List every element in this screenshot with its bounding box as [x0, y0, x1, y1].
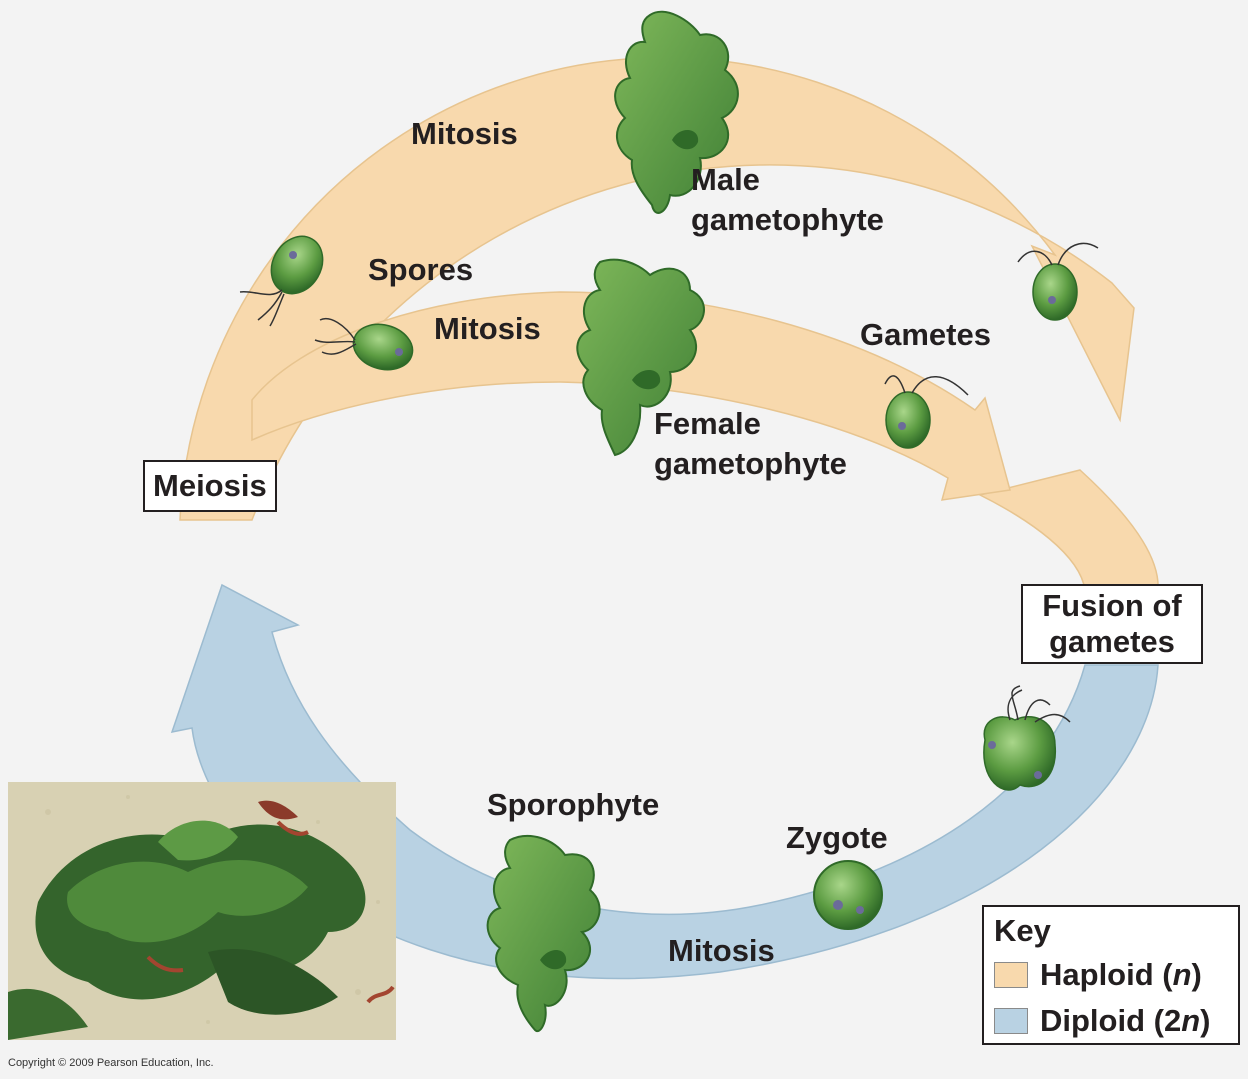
- female-gametophyte-label-2: gametophyte: [654, 446, 847, 481]
- key-row-haploid: Haploid (n): [994, 957, 1202, 993]
- copyright-text: Copyright © 2009 Pearson Education, Inc.: [8, 1057, 214, 1069]
- haploid-swatch: [994, 962, 1028, 988]
- mitosis-label-bottom: Mitosis: [668, 933, 775, 968]
- haploid-outer-arc: [179, 56, 1135, 521]
- zygote-icon: [813, 860, 883, 930]
- mitosis-label-outer: Mitosis: [411, 116, 518, 151]
- sporophyte-icon: [486, 835, 601, 1033]
- key-legend: Key Haploid (n) Diploid (2n): [982, 905, 1240, 1045]
- key-title: Key: [994, 913, 1051, 948]
- female-gametophyte-label-1: Female: [654, 406, 761, 441]
- diploid-swatch: [994, 1008, 1028, 1034]
- spore-icon-1: [239, 235, 324, 327]
- meiosis-box: Meiosis: [143, 460, 277, 512]
- male-gametophyte-label-2: gametophyte: [691, 202, 884, 237]
- meiosis-label: Meiosis: [153, 468, 267, 503]
- fusion-label-2: gametes: [1049, 624, 1175, 659]
- haploid-inner-arrow: [251, 291, 1011, 501]
- spores-label: Spores: [368, 252, 474, 287]
- fusion-label-1: Fusion of: [1042, 588, 1182, 623]
- haploid-key-label: Haploid (n): [1040, 957, 1202, 992]
- fusing-gametes-icon: [983, 685, 1071, 791]
- key-row-diploid: Diploid (2n): [994, 1003, 1210, 1039]
- male-gamete-icon: [1017, 242, 1099, 321]
- female-gamete-icon: [884, 375, 969, 449]
- gametes-label: Gametes: [860, 317, 991, 352]
- diploid-key-label: Diploid (2n): [1040, 1003, 1211, 1038]
- male-gametophyte-icon: [614, 10, 739, 214]
- fusion-box: Fusion of gametes: [1021, 584, 1203, 664]
- zygote-label: Zygote: [786, 820, 888, 855]
- male-gametophyte-label-1: Male: [691, 162, 760, 197]
- seaweed-photo: [8, 782, 396, 1040]
- diploid-arc: [170, 583, 1159, 980]
- mitosis-label-inner: Mitosis: [434, 311, 541, 346]
- sporophyte-label: Sporophyte: [487, 787, 660, 822]
- spore-icon-2: [314, 318, 414, 371]
- female-gametophyte-icon: [576, 258, 705, 457]
